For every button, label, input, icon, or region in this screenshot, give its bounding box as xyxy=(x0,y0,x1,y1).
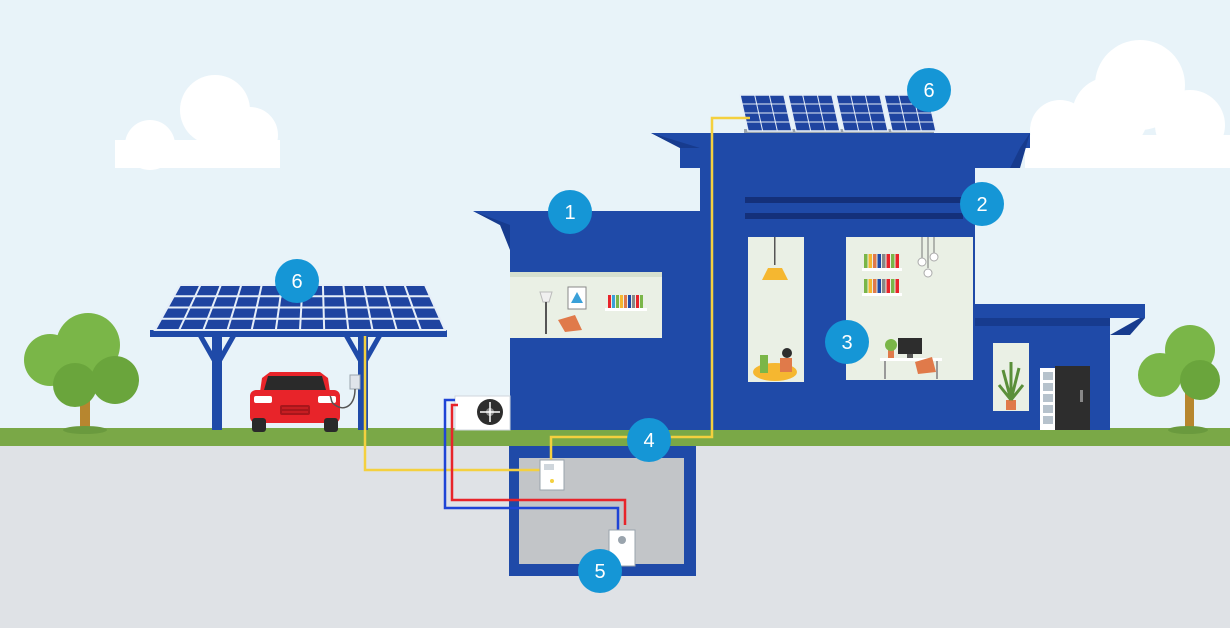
marker-4[interactable]: 4 xyxy=(627,418,671,462)
room-entry xyxy=(993,343,1090,430)
carport xyxy=(150,330,447,430)
marker-6-roof[interactable]: 6 xyxy=(907,68,951,112)
plant-icon xyxy=(997,362,1025,410)
house xyxy=(473,133,1145,430)
marker-5[interactable]: 5 xyxy=(578,549,622,593)
solar-cable xyxy=(363,116,750,472)
inverter-icon xyxy=(539,459,565,491)
marker-6-carport-label: 6 xyxy=(291,271,302,293)
car-icon xyxy=(250,372,340,432)
heat-pump-outdoor-icon xyxy=(454,395,511,431)
cloud-icon xyxy=(1025,40,1230,168)
cloud-icon xyxy=(115,75,280,170)
marker-3[interactable]: 3 xyxy=(825,320,869,364)
room-left xyxy=(510,272,662,338)
marker-6-roof-label: 6 xyxy=(923,80,934,102)
room-office xyxy=(846,237,973,380)
tree-icon xyxy=(24,313,139,434)
solar-panel-icon xyxy=(153,284,447,331)
marker-6-carport[interactable]: 6 xyxy=(275,259,319,303)
solar-panel-icon xyxy=(739,94,937,133)
room-stair xyxy=(748,237,804,382)
marker-4-label: 4 xyxy=(643,430,654,452)
marker-3-label: 3 xyxy=(841,332,852,354)
door-icon xyxy=(1055,366,1090,430)
marker-2-label: 2 xyxy=(976,194,987,216)
marker-5-label: 5 xyxy=(594,561,605,583)
heating-pipes xyxy=(443,398,627,530)
marker-1[interactable]: 1 xyxy=(548,190,592,234)
marker-2[interactable]: 2 xyxy=(960,182,1004,226)
tree-icon xyxy=(1138,325,1220,434)
ev-charger-icon xyxy=(329,374,361,409)
marker-1-label: 1 xyxy=(564,202,575,224)
